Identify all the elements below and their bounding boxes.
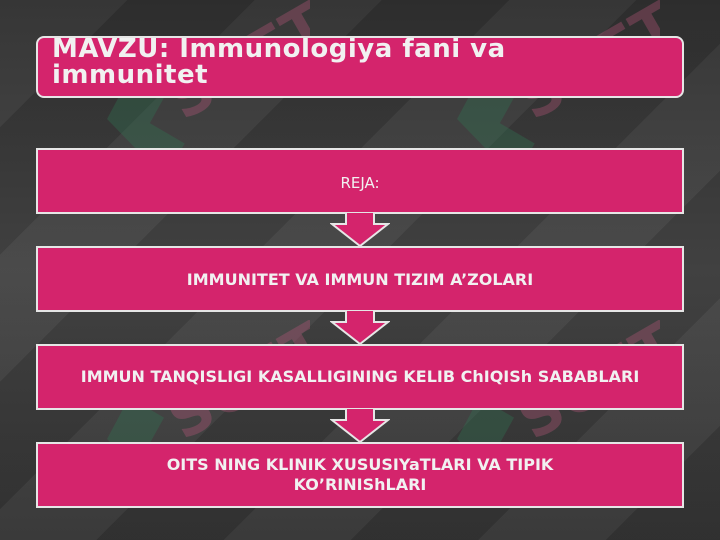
down-arrow-icon bbox=[330, 212, 390, 248]
slide-title: MAVZU: Immunologiya fani va immunitet bbox=[52, 36, 506, 90]
down-arrow-icon bbox=[330, 408, 390, 444]
down-arrow-icon bbox=[330, 310, 390, 346]
flow-step-label: IMMUNITET VA IMMUN TIZIM A’ZOLARI bbox=[186, 269, 534, 289]
flow-step-immunity: IMMUNITET VA IMMUN TIZIM A’ZOLARI bbox=[36, 246, 684, 312]
flow-step-label: REJA: bbox=[340, 174, 380, 192]
flow-step-plan: REJA: bbox=[36, 148, 684, 214]
slide-title-box: MAVZU: Immunologiya fani va immunitet bbox=[36, 36, 684, 98]
flow-step-label: OITS NING KLINIK XUSUSIYaTLARI VA TIPIK … bbox=[166, 455, 554, 494]
flow-step-immunodeficiency: IMMUN TANQISLIGI KASALLIGINING KELIB ChI… bbox=[36, 344, 684, 410]
flow-step-aids: OITS NING KLINIK XUSUSIYaTLARI VA TIPIK … bbox=[36, 442, 684, 508]
flow-step-label: IMMUN TANQISLIGI KASALLIGINING KELIB ChI… bbox=[80, 367, 640, 386]
